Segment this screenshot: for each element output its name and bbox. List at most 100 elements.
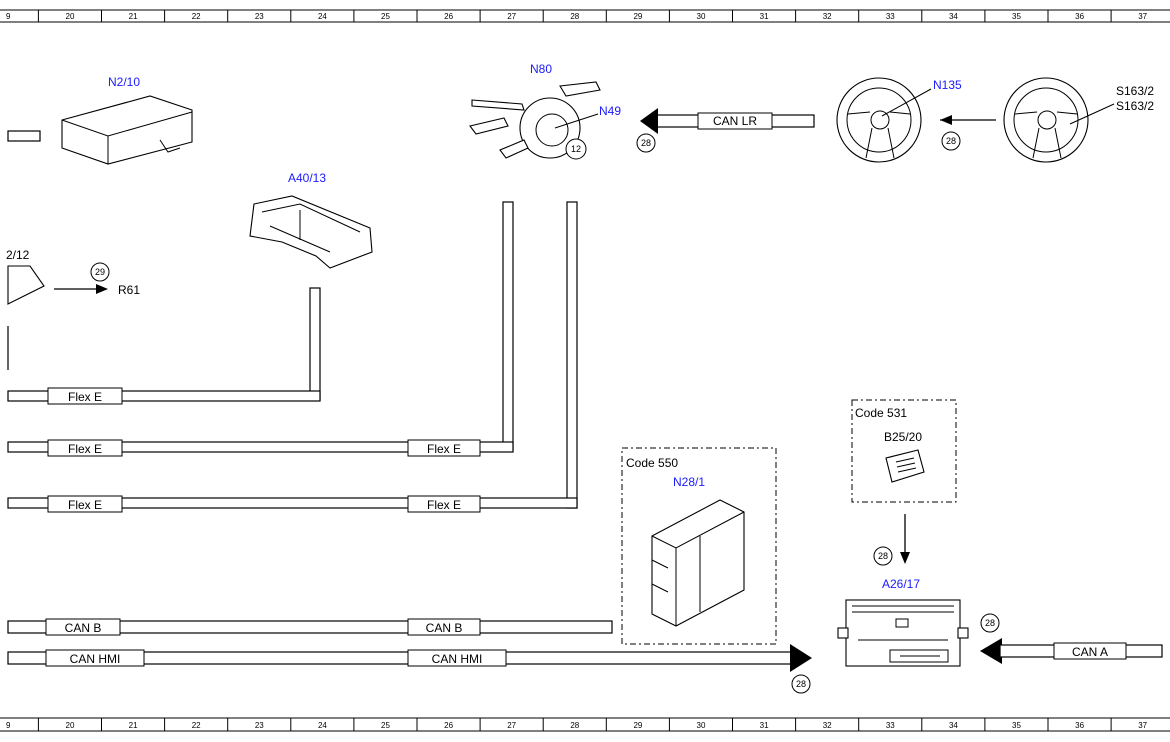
top-ruler-label-20: 20 xyxy=(66,12,75,21)
bottom-ruler-label-27: 27 xyxy=(507,721,516,730)
b25-20-icon xyxy=(885,449,925,483)
top-ruler-label-21: 21 xyxy=(129,12,138,21)
s163-icon xyxy=(1003,77,1089,163)
ref-12: 12 xyxy=(565,138,587,160)
n2-10-icon xyxy=(61,95,193,165)
b25-20-label: B25/20 xyxy=(884,430,922,444)
top-ruler-label-29: 29 xyxy=(633,12,642,21)
bottom-ruler-label-26: 26 xyxy=(444,721,453,730)
code-550-box: Code 550 N28/1 xyxy=(621,447,777,645)
can-lr-link: CAN LR 28 xyxy=(636,108,815,153)
can-b-label-1: CAN B xyxy=(65,621,102,635)
top-ruler-label-22: 22 xyxy=(192,12,201,21)
s163-steering-wheel: S163/2 S163/2 xyxy=(1003,77,1154,163)
ref-28-canlr: 28 xyxy=(636,133,656,153)
top-ruler-label-27: 27 xyxy=(507,12,516,21)
flex-e-label-3b: Flex E xyxy=(427,498,461,512)
can-a-label: CAN A xyxy=(1072,645,1108,659)
n80-icon xyxy=(519,97,581,159)
flex-e-bus-1: Flex E xyxy=(7,387,321,405)
top-ruler-label-9: 9 xyxy=(6,12,11,21)
flex-e-label-1: Flex E xyxy=(68,390,102,404)
ref-28-canhmi: 28 xyxy=(791,674,811,694)
bottom-ruler-label-32: 32 xyxy=(823,721,832,730)
top-ruler-label-34: 34 xyxy=(949,12,958,21)
code-531-label: Code 531 xyxy=(855,406,907,420)
can-b-label-2: CAN B xyxy=(426,621,463,635)
r61-label: R61 xyxy=(118,283,140,297)
top-ruler-label-24: 24 xyxy=(318,12,327,21)
top-ruler-label-23: 23 xyxy=(255,12,264,21)
ref-28-cana: 28 xyxy=(980,613,1000,633)
top-ruler-label-25: 25 xyxy=(381,12,390,21)
bottom-ruler-label-9: 9 xyxy=(6,721,11,730)
bottom-ruler-label-37: 37 xyxy=(1138,721,1147,730)
s163-label-b: S163/2 xyxy=(1116,99,1154,113)
svg-text:28: 28 xyxy=(985,618,995,628)
n2-10-module: N2/10 xyxy=(7,75,193,165)
top-ruler-label-26: 26 xyxy=(444,12,453,21)
n80-label: N80 xyxy=(530,62,552,76)
svg-text:29: 29 xyxy=(95,267,105,277)
flex-e-label-2b: Flex E xyxy=(427,442,461,456)
n2-10-stub xyxy=(7,130,41,142)
bottom-ruler-label-20: 20 xyxy=(66,721,75,730)
svg-text:12: 12 xyxy=(571,144,581,154)
top-ruler-label-31: 31 xyxy=(760,12,769,21)
n28-1-icon xyxy=(651,499,745,627)
can-hmi-label-1: CAN HMI xyxy=(70,652,121,666)
n135-label: N135 xyxy=(933,78,962,92)
flex-e-label-3a: Flex E xyxy=(68,498,102,512)
bottom-ruler-label-34: 34 xyxy=(949,721,958,730)
ref-28-n135: 28 xyxy=(941,131,961,151)
bottom-ruler-label-25: 25 xyxy=(381,721,390,730)
bottom-ruler-label-36: 36 xyxy=(1075,721,1084,730)
a26-17-label: A26/17 xyxy=(882,577,920,591)
flex-e-bus-3: Flex E Flex E xyxy=(7,495,578,513)
n80-steering-column-module: N80 N49 12 xyxy=(469,62,621,509)
bottom-ruler-label-29: 29 xyxy=(633,721,642,730)
flex-e-label-2a: Flex E xyxy=(68,442,102,456)
bottom-ruler-label-30: 30 xyxy=(697,721,706,730)
top-ruler-label-28: 28 xyxy=(570,12,579,21)
svg-text:28: 28 xyxy=(946,136,956,146)
top-ruler-label-36: 36 xyxy=(1075,12,1084,21)
top-ruler-label-37: 37 xyxy=(1138,12,1147,21)
top-ruler-label-33: 33 xyxy=(886,12,895,21)
partial-12-label: 2/12 xyxy=(6,248,30,262)
svg-text:28: 28 xyxy=(878,551,888,561)
bottom-ruler-label-35: 35 xyxy=(1012,721,1021,730)
can-lr-label: CAN LR xyxy=(713,114,757,128)
bottom-ruler-label-28: 28 xyxy=(570,721,579,730)
s163-label-a: S163/2 xyxy=(1116,84,1154,98)
n28-1-label: N28/1 xyxy=(673,475,705,489)
flex-e-bus-2: Flex E Flex E xyxy=(7,439,514,457)
a26-17-module: A26/17 CAN A 28 xyxy=(837,577,1163,667)
can-hmi-label-2: CAN HMI xyxy=(432,652,483,666)
a40-13-label: A40/13 xyxy=(288,171,326,185)
n49-label: N49 xyxy=(599,104,621,118)
ref-29: 29 xyxy=(90,262,110,282)
bottom-ruler-label-21: 21 xyxy=(129,721,138,730)
bottom-ruler-label-24: 24 xyxy=(318,721,327,730)
top-ruler-label-30: 30 xyxy=(697,12,706,21)
n135-icon xyxy=(836,77,922,163)
can-b-bus: CAN B CAN B xyxy=(7,618,613,636)
partial-module-12: 2/12 29 R61 xyxy=(6,248,140,370)
code-531-box: Code 531 B25/20 28 xyxy=(851,399,957,566)
code-550-label: Code 550 xyxy=(626,456,678,470)
top-ruler-label-35: 35 xyxy=(1012,12,1021,21)
bottom-ruler-label-31: 31 xyxy=(760,721,769,730)
ref-28-b25: 28 xyxy=(873,546,893,566)
n135-steering-wheel: N135 28 xyxy=(836,77,996,163)
bottom-ruler-label-22: 22 xyxy=(192,721,201,730)
svg-text:28: 28 xyxy=(641,138,651,148)
bottom-ruler-label-33: 33 xyxy=(886,721,895,730)
can-hmi-bus: CAN HMI CAN HMI 28 xyxy=(7,644,812,694)
svg-text:28: 28 xyxy=(796,679,806,689)
partial-12-icon xyxy=(7,265,45,305)
a40-13-icon xyxy=(249,195,373,269)
